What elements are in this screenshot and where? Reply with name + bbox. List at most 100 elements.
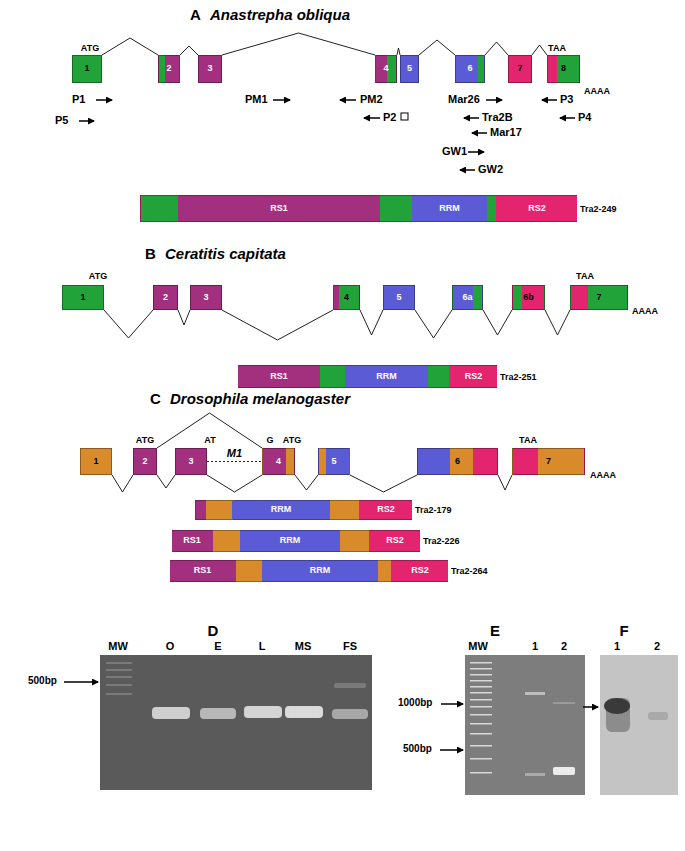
protein-bar: Tra2-249RS1RRMRS2 <box>140 195 577 222</box>
exon-number: 6b <box>523 293 534 303</box>
protein-name: Tra2-226 <box>423 536 460 546</box>
ladder-band <box>470 714 492 716</box>
primer-name: PM2 <box>360 93 383 106</box>
protein-name: Tra2-249 <box>580 204 617 214</box>
intron-line <box>222 310 333 340</box>
primer-name: P5 <box>55 114 68 127</box>
intron-line <box>157 475 175 488</box>
exon-number: 4 <box>344 293 349 303</box>
ladder-band <box>106 676 132 678</box>
domain-segment: RS1 <box>238 366 320 387</box>
annotation-label: 500bp <box>28 675 57 687</box>
exon-number: 3 <box>207 64 212 74</box>
exon-number: 4 <box>276 457 281 467</box>
annotation-label: AAAA <box>584 86 610 96</box>
intron-line <box>112 475 133 492</box>
exon-number: 1 <box>84 64 89 74</box>
exon-number: 5 <box>407 64 412 74</box>
exon-box: 2 <box>158 55 180 83</box>
intron-line <box>157 413 262 448</box>
exon-box: 5 <box>400 55 419 83</box>
ladder-band <box>470 692 492 694</box>
gel-band <box>332 709 368 719</box>
intron-line <box>419 40 455 55</box>
exon-box: 6 <box>455 55 485 83</box>
primer-name: PM1 <box>245 93 268 106</box>
domain-segment: RS2 <box>497 196 577 221</box>
domain-segment: RRM <box>262 561 378 581</box>
ladder-band <box>470 733 492 735</box>
ladder-band <box>470 699 492 701</box>
intron-line <box>397 48 400 55</box>
domain-name: RRM <box>376 372 397 382</box>
primer-name: GW2 <box>478 163 503 176</box>
domain-name: RS2 <box>528 204 546 214</box>
gel-band <box>334 683 366 688</box>
annotation-label: MW <box>108 640 128 653</box>
annotation-label: ATG <box>136 435 154 445</box>
intron-line <box>532 45 547 55</box>
domain-segment: RRM <box>240 531 340 551</box>
ladder-band <box>470 758 492 760</box>
domain-name: RS2 <box>377 505 395 515</box>
panel-letter: A <box>190 6 201 23</box>
exon-box: 1 <box>72 55 102 83</box>
gel-band <box>525 692 545 695</box>
exon-box: 7 <box>512 448 585 475</box>
dotted-splice-line <box>207 461 262 462</box>
intron-line <box>485 42 508 55</box>
exon-box: 1 <box>80 448 112 475</box>
primer-arrows <box>79 100 575 170</box>
exon-box: 3 <box>198 55 222 83</box>
exon-number: 1 <box>93 457 98 467</box>
domain-segment: RRM <box>232 501 330 519</box>
ladder-band <box>470 706 492 708</box>
protein-name: Tra2-179 <box>415 505 452 515</box>
species-name: Drosophila melanogaster <box>170 390 350 407</box>
primer-arrow <box>486 99 502 101</box>
domain-name: RS1 <box>183 536 201 546</box>
protein-name: Tra2-251 <box>500 372 537 382</box>
protein-bar: Tra2-251RS1RRMRS2 <box>238 365 497 388</box>
exon-number: 1 <box>80 293 85 303</box>
panel-letter: F <box>619 622 628 639</box>
annotation-label: AAAA <box>632 306 658 316</box>
exon-box: 5 <box>318 448 350 475</box>
ladder-band <box>106 662 132 664</box>
exon-number: 5 <box>396 293 401 303</box>
gel-band <box>553 767 575 775</box>
domain-segment: RS2 <box>360 501 412 519</box>
exon-number: 4 <box>383 64 388 74</box>
protein-name: Tra2-264 <box>451 566 488 576</box>
domain-name: RS1 <box>194 566 212 576</box>
primer-name: P1 <box>72 93 85 106</box>
protein-bar: Tra2-226RS1RRMRS2 <box>172 530 420 552</box>
annotation-label: 2 <box>561 640 567 653</box>
exon-box: 4 <box>375 55 397 83</box>
exon-box: 2 <box>153 285 178 310</box>
panel-letter: D <box>208 622 219 639</box>
annotation-label: FS <box>343 640 357 653</box>
annotation-label: ATG <box>89 271 107 281</box>
exon-number: 3 <box>188 457 193 467</box>
annotation-label: G <box>266 435 273 445</box>
exon-number: 6a <box>462 293 472 303</box>
size-arrow <box>64 681 98 683</box>
species-name: Ceratitis capitata <box>165 245 286 262</box>
band-arrow <box>583 706 598 708</box>
exon-number: 8 <box>561 64 566 74</box>
blot-band <box>648 712 668 720</box>
annotation-label: ATG <box>81 43 99 53</box>
gel-band <box>553 702 575 704</box>
primer-arrow <box>460 169 475 171</box>
annotation-label: ATG <box>283 435 301 445</box>
domain-name: RRM <box>280 536 301 546</box>
exon-number: 6 <box>467 64 472 74</box>
intron-line <box>350 475 417 492</box>
intron-line <box>102 38 158 55</box>
annotation-label: E <box>214 640 221 653</box>
primer-arrow <box>340 99 356 101</box>
domain-segment: RS2 <box>392 561 448 581</box>
annotation-label: 1000bp <box>398 697 432 709</box>
